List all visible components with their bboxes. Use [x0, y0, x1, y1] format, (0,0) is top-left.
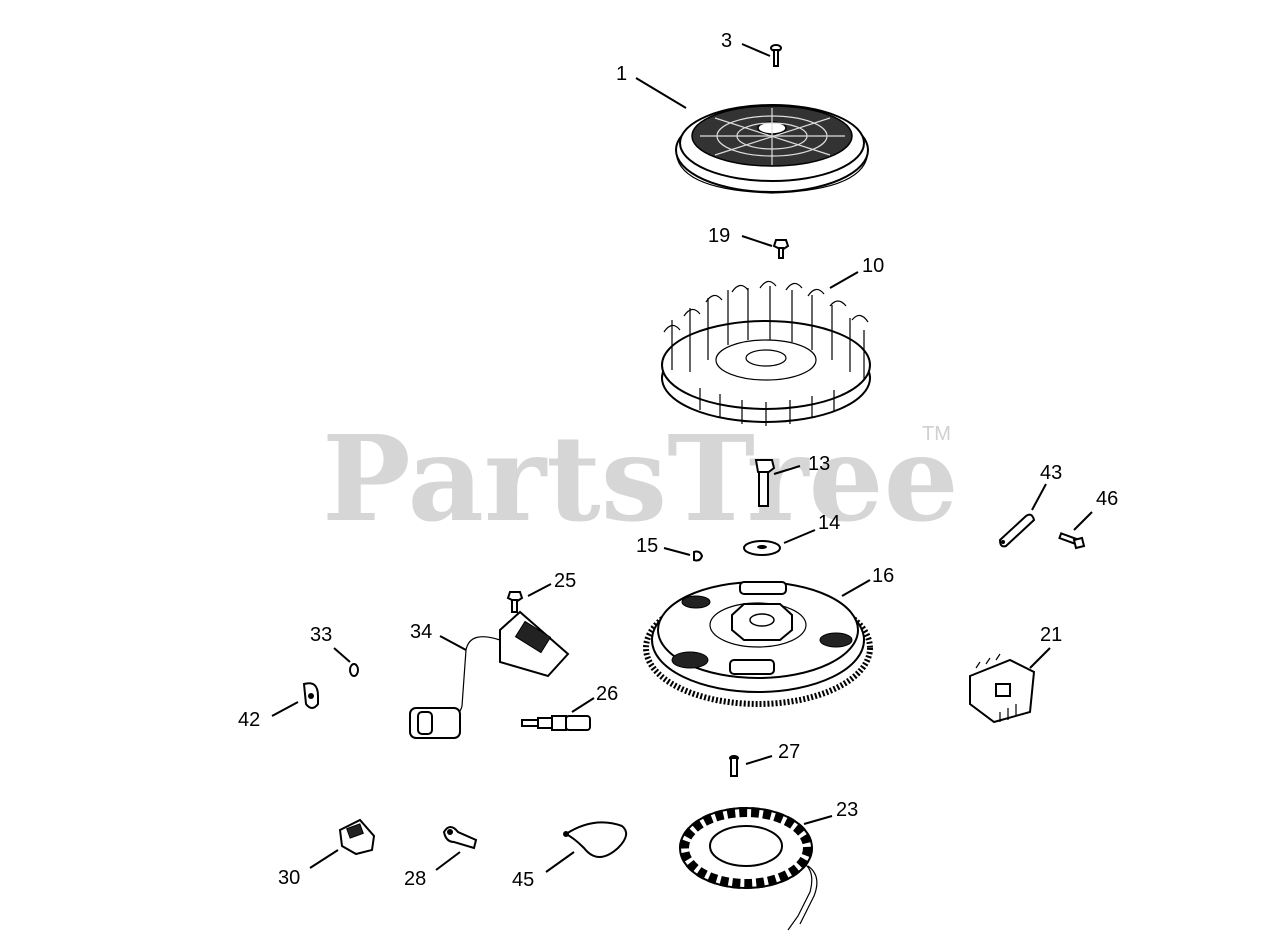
callout-19[interactable]: 19 — [708, 225, 730, 247]
callout-16[interactable]: 16 — [872, 565, 894, 587]
part-screen-1[interactable] — [635, 77, 869, 194]
callout-13[interactable]: 13 — [808, 453, 830, 475]
callout-15[interactable]: 15 — [636, 535, 658, 557]
part-stator-23[interactable] — [679, 807, 833, 931]
watermark-brand: PartsTree — [322, 409, 959, 548]
callout-30[interactable]: 30 — [278, 867, 300, 889]
part-flywheel-16[interactable] — [643, 579, 873, 707]
part-key-15[interactable] — [663, 547, 704, 562]
callout-27[interactable]: 27 — [778, 741, 800, 763]
part-clamp-28[interactable] — [435, 826, 478, 871]
callout-42[interactable]: 42 — [238, 709, 260, 731]
callout-labels: 3 1 19 10 13 14 15 16 43 46 25 33 34 21 … — [238, 30, 1118, 891]
callout-21[interactable]: 21 — [1040, 624, 1062, 646]
callout-34[interactable]: 34 — [410, 621, 432, 643]
part-screw-46[interactable] — [1058, 511, 1093, 550]
part-ignition-module-34[interactable] — [409, 610, 570, 739]
callout-26[interactable]: 26 — [596, 683, 618, 705]
part-bolt-13[interactable] — [754, 459, 801, 507]
callout-33[interactable]: 33 — [310, 624, 332, 646]
callout-43[interactable]: 43 — [1040, 462, 1062, 484]
part-nut-33[interactable] — [333, 647, 359, 677]
callout-28[interactable]: 28 — [404, 868, 426, 890]
part-washer-14[interactable] — [743, 529, 816, 556]
part-screw-25[interactable] — [506, 583, 552, 613]
callout-25[interactable]: 25 — [554, 570, 576, 592]
callout-23[interactable]: 23 — [836, 799, 858, 821]
part-bracket-43[interactable] — [998, 483, 1047, 548]
callout-10[interactable]: 10 — [862, 255, 884, 277]
watermark: PartsTree TM — [322, 409, 959, 548]
part-gasket-45[interactable] — [545, 821, 628, 873]
callout-14[interactable]: 14 — [818, 512, 840, 534]
callout-1[interactable]: 1 — [616, 63, 627, 85]
part-clip-42[interactable] — [271, 682, 319, 717]
part-connector-30[interactable] — [309, 818, 376, 869]
part-screw-3[interactable] — [741, 43, 782, 67]
part-rectifier-21[interactable] — [969, 647, 1051, 724]
watermark-trademark: TM — [922, 423, 951, 445]
callout-3[interactable]: 3 — [721, 30, 732, 52]
callout-46[interactable]: 46 — [1096, 488, 1118, 510]
part-spark-plug-26[interactable] — [521, 697, 595, 731]
part-screw-19[interactable] — [741, 235, 790, 259]
callout-45[interactable]: 45 — [512, 869, 534, 891]
part-screw-27[interactable] — [729, 755, 773, 777]
part-fan-10[interactable] — [661, 271, 871, 426]
